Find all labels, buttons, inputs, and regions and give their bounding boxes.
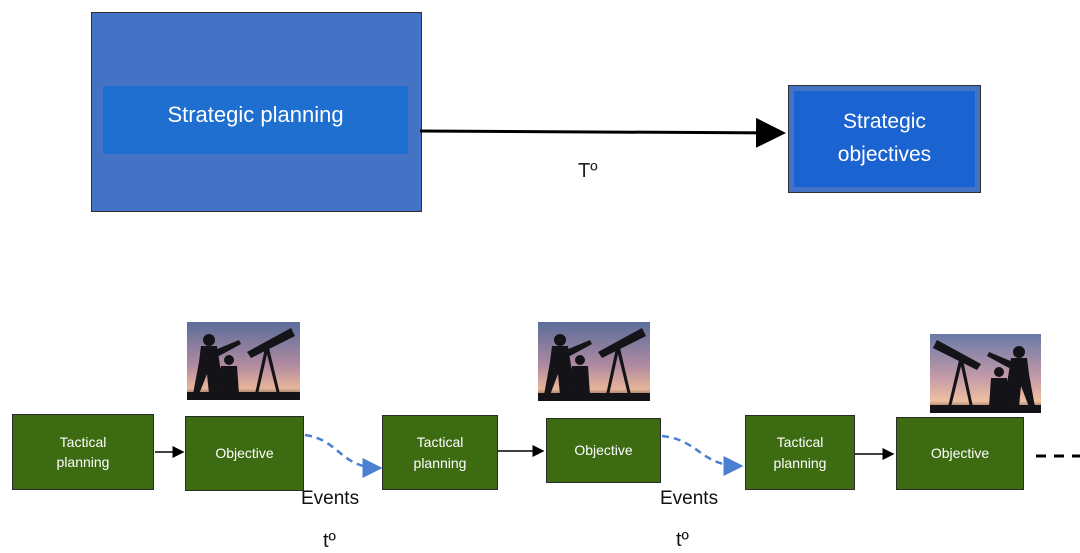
strategic-planning-label: Strategic planning xyxy=(167,102,344,127)
strategic-objectives-box: Strategic objectives xyxy=(794,91,975,187)
strategic-time-label: Tº xyxy=(578,160,598,182)
tactical-planning-label-line2: planning xyxy=(413,454,467,471)
stargazing-photo-1 xyxy=(187,322,300,400)
tactical-planning-label-line1: Tactical xyxy=(59,433,107,450)
objective-label: Objective xyxy=(215,445,274,462)
tactical-planning-box-2: Tactical planning xyxy=(382,415,498,490)
stargazing-photo-2 xyxy=(538,322,650,401)
tactical-time-label-1: tº xyxy=(323,530,336,552)
tactical-time-label-2: tº xyxy=(676,529,689,551)
objective-box-3: Objective xyxy=(896,417,1024,490)
tactical-planning-label-line1: Tactical xyxy=(416,434,464,451)
strategic-planning-box: Strategic planning xyxy=(103,86,408,154)
strategic-objectives-label-line2: objectives xyxy=(837,143,932,166)
tactical-planning-label-line2: planning xyxy=(56,454,110,470)
tactical-planning-box-1: Tactical planning xyxy=(12,414,154,490)
strategic-arrow xyxy=(419,117,786,148)
objective-box-1: Objective xyxy=(185,416,304,491)
tactical-planning-box-3: Tactical planning xyxy=(745,415,855,490)
events-arrow-1 xyxy=(304,433,383,478)
stargazing-photo-3 xyxy=(930,334,1041,413)
events-label-2: Events xyxy=(660,488,719,509)
events-label-1: Events xyxy=(301,488,360,509)
tactical-planning-label-line1: Tactical xyxy=(776,434,824,451)
objective-label: Objective xyxy=(574,442,633,459)
strategic-objectives-label-line1: Strategic xyxy=(843,110,926,134)
events-arrow-2 xyxy=(661,434,744,476)
tactical-planning-label-line2: planning xyxy=(773,454,827,471)
objective-label: Objective xyxy=(930,445,990,462)
objective-box-2: Objective xyxy=(546,418,661,483)
